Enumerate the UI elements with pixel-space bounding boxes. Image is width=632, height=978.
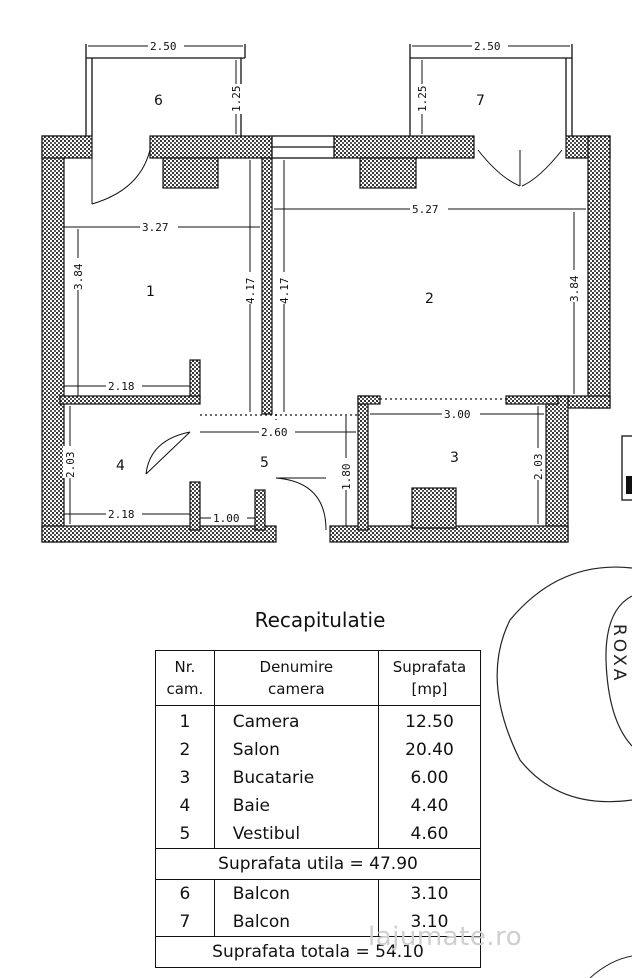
- recap-title: Recapitulatie: [254, 608, 386, 632]
- dim-bath-top-width: 2.18: [108, 380, 135, 393]
- dim-hall-door: 1.00: [213, 512, 240, 525]
- dim-wall-left-height: 4.17: [244, 278, 257, 305]
- stamp-text: ROXA: [609, 624, 629, 683]
- dim-wall-right-height: 4.17: [278, 278, 291, 305]
- dim-room1-height: 3.84: [72, 263, 85, 290]
- balcony-6-outline: [85, 44, 246, 136]
- interior-walls: [59, 135, 559, 531]
- room-label-7: 7: [476, 93, 485, 109]
- exterior-walls: [41, 135, 611, 543]
- dimension-labels: 2.50 2.50 1.25 1.25 3.27 5.27 3.84 3.84 …: [63, 38, 581, 525]
- room-label-1: 1: [146, 284, 155, 300]
- dim-kitchen-height: 2.03: [532, 454, 545, 481]
- room-label-4: 4: [116, 458, 125, 474]
- dim-balcony6-depth: 1.25: [230, 86, 243, 113]
- table-row: 4 Baie 4.40: [155, 792, 482, 820]
- watermark-logo: lajumate.ro: [368, 922, 523, 952]
- dim-balcony7-width: 2.50: [474, 40, 501, 53]
- useful-area-row: Suprafata utila = 47.90: [155, 848, 481, 880]
- dim-room1-width: 3.27: [142, 221, 169, 234]
- room-label-3: 3: [450, 450, 459, 466]
- dim-bath-height: 2.03: [64, 452, 77, 479]
- dim-hall-width: 2.60: [261, 426, 288, 439]
- table-row: 3 Bucatarie 6.00: [155, 764, 482, 792]
- table-header-row: Nr. cam. Denumire camera Suprafata [mp]: [155, 650, 482, 706]
- dimension-lines: [64, 45, 586, 526]
- room-numbers: 1 2 3 4 5 6 7: [116, 93, 485, 474]
- room-label-2: 2: [425, 291, 434, 307]
- table-row: 6 Balcon 3.10: [155, 879, 482, 908]
- dim-bath-bottom-width: 2.18: [108, 508, 135, 521]
- balcony-7-outline: [409, 44, 573, 136]
- table-row: 2 Salon 20.40: [155, 736, 482, 764]
- dim-room2-width: 5.27: [412, 203, 439, 216]
- recap-table: Nr. cam. Denumire camera Suprafata [mp] …: [155, 650, 482, 968]
- floor-plan: 2.50 2.50 1.25 1.25 3.27 5.27 3.84 3.84 …: [41, 38, 632, 543]
- dim-hall-height: 1.80: [340, 464, 353, 491]
- dim-balcony6-width: 2.50: [150, 40, 177, 53]
- table-row: 1 Camera 12.50: [155, 705, 482, 736]
- doors: [91, 149, 563, 531]
- dim-kitchen-width: 3.00: [444, 408, 471, 421]
- room-label-5: 5: [260, 455, 269, 471]
- room-label-6: 6: [154, 93, 163, 109]
- table-row: 7 Balcon 3.10: [155, 908, 482, 937]
- dim-room2-height: 3.84: [568, 275, 581, 302]
- total-area-row: Suprafata totala = 54.10: [155, 936, 481, 968]
- table-row: 5 Vestibul 4.60: [155, 820, 482, 849]
- dim-balcony7-depth: 1.25: [416, 86, 429, 113]
- header-name: Denumire camera: [213, 650, 379, 706]
- header-nr: Nr. cam.: [155, 650, 215, 706]
- edge-box: [621, 435, 632, 501]
- header-area: Suprafata [mp]: [377, 650, 482, 706]
